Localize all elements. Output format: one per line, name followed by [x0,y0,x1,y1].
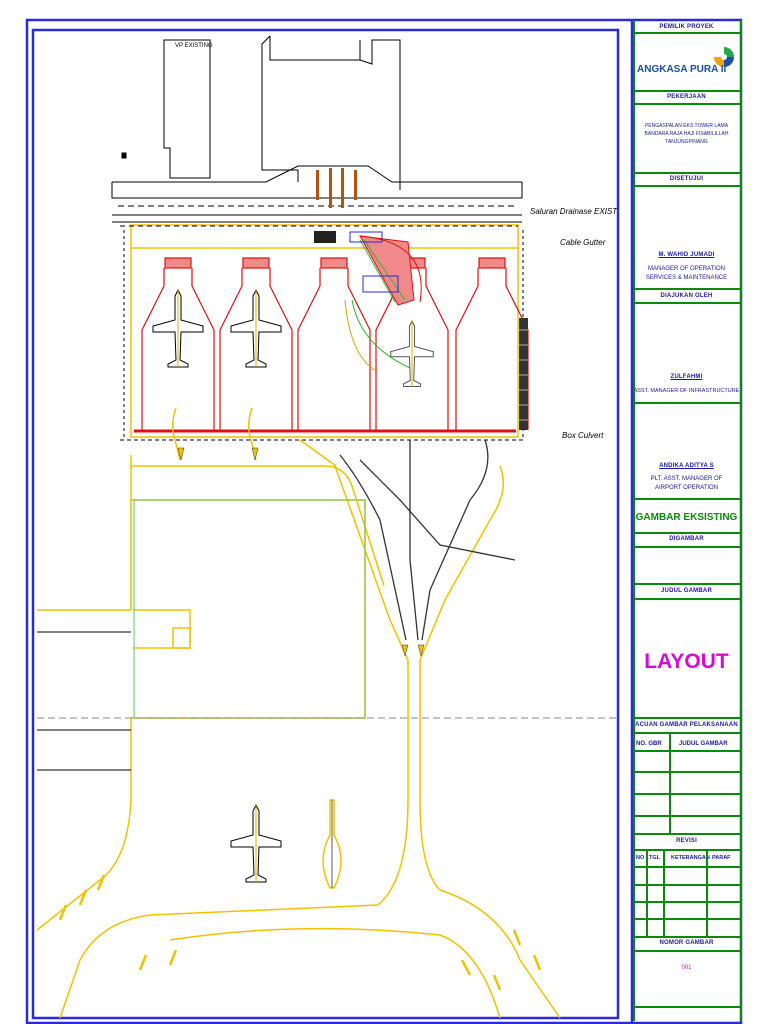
parking-stand [455,257,529,430]
aircraft-icon [230,288,282,368]
label-vp-existing: VP EXISTING [175,43,213,49]
drawn-header: DIGAMBAR [669,536,704,542]
aircraft-group [152,288,434,883]
company-name: ANGKASA PURA II [637,64,727,75]
label-box-culvert: Box Culvert [562,431,604,440]
approver-title-1: MANAGER OF OPERATION [648,266,725,272]
proposer-name: ZULFAHMI [670,374,703,380]
parking-stand [219,257,293,430]
ref-col-title: JUDUL GAMBAR [679,741,728,747]
proposed-header: DIAJUKAN OLEH [660,293,713,299]
company-logo [714,47,734,67]
drawing-frame [31,28,620,1020]
drainage-grate [519,318,528,430]
checker-title-1: PLT. ASST. MANAGER OF [650,476,723,482]
job-line-3: TANJUNGPINANG [665,139,708,145]
checker-title-2: AIRPORT OPERATION [654,485,718,491]
reference-header: ACUAN GAMBAR PELAKSANAAN [635,722,738,728]
boarding-bridge [314,231,422,371]
rev-col-no: NO [636,855,645,861]
apron-edge [130,224,519,438]
approver-title-2: SERVICES & MAINTENANCE [645,275,728,281]
label-drainage: Saluran Drainase EXIST [530,207,618,216]
drawing-type: GAMBAR EKSISTING [635,512,738,523]
label-cable-gutter: Cable Gutter [560,238,606,247]
job-header: PEKERJAAN [667,94,706,100]
parking-stands [141,257,529,430]
parking-stand [297,257,371,430]
drawing-title: LAYOUT [644,650,729,673]
aircraft-icon [230,803,282,883]
proposer-title: ASST. MANAGER OF INFRASTRUCTURE [633,388,740,394]
number-header: NOMOR GAMBAR [659,940,714,946]
edge-hatch [58,874,542,991]
ref-col-no: NO. GBR [636,741,662,747]
parking-stand [141,257,215,430]
approver-name: M. WAHID JUMADI [658,252,715,258]
job-line-1: PENGASPALAN EKS TOWER LAMA [644,123,729,129]
light-markers [316,168,357,208]
rev-col-sign: PARAF [712,855,731,861]
approved-header: DISETUJUI [669,176,704,182]
drawing-title-header: JUDUL GAMBAR [661,588,712,594]
rev-col-desc: KETERANGAN [671,855,710,861]
taxi-guidance [339,439,516,641]
rev-col-date: TGL [649,855,660,861]
job-line-2: BANDARA RAJA HAJI FISABILILLAH [644,131,729,137]
revision-header: REVISI [676,838,697,844]
aircraft-icon [390,319,434,387]
drawing-number: 001 [681,965,692,971]
apron-green-outline [133,499,366,719]
terminal-building-outline [111,35,523,223]
owner-header: PEMILIK PROYEK [659,24,714,30]
checker-name: ANDIKA ADITYA S [659,463,714,469]
title-block: PEMILIK PROYEK ANGKASA PURA II PEKERJAAN… [633,20,742,1023]
aircraft-icon [152,288,204,368]
